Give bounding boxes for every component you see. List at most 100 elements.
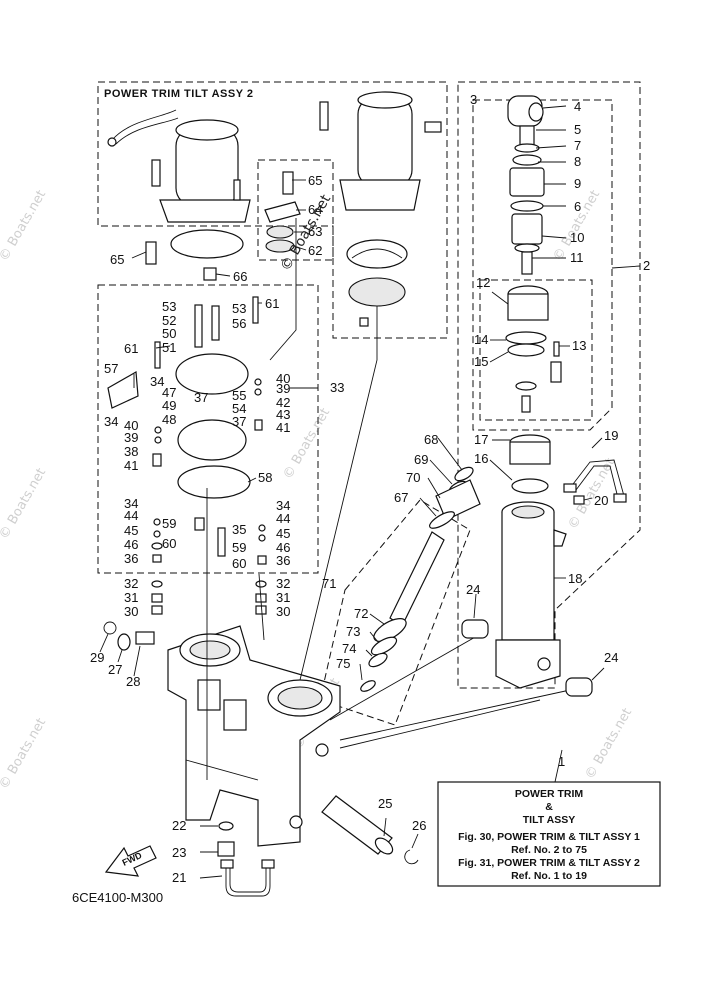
callout-25: 25 xyxy=(378,796,392,811)
callout-8: 8 xyxy=(574,154,581,169)
callout-17: 17 xyxy=(474,432,488,447)
legend-line-4: Fig. 30, POWER TRIM & TILT ASSY 1 xyxy=(458,831,640,843)
callout-72: 72 xyxy=(354,606,368,621)
rib xyxy=(223,699,247,731)
cylinder-boss xyxy=(553,529,567,547)
wire-harness xyxy=(111,109,177,141)
ball xyxy=(153,530,161,538)
ball xyxy=(153,518,161,526)
callout-4: 4 xyxy=(574,99,581,114)
fitting-20 xyxy=(573,495,585,505)
callout-7: 7 xyxy=(574,138,581,153)
callout-35: 35 xyxy=(232,522,246,537)
piston-rod xyxy=(389,531,445,627)
bore-inner xyxy=(277,686,323,710)
ring-terminal xyxy=(107,137,117,147)
callout-38: 38 xyxy=(124,444,138,459)
callout-34c: 34 xyxy=(124,496,138,511)
callout-22: 22 xyxy=(172,818,186,833)
callout-61b: 61 xyxy=(265,296,279,311)
ring-14 xyxy=(505,331,547,345)
callout-73: 73 xyxy=(346,624,360,639)
cover-64 xyxy=(264,201,301,223)
callout-5: 5 xyxy=(574,122,581,137)
watermark-text: © Boats.net xyxy=(582,706,635,782)
callout-30a: 30 xyxy=(124,604,138,619)
screw-30b xyxy=(255,605,267,615)
gasket-58 xyxy=(177,465,251,499)
cylinder-group-outline xyxy=(457,81,641,689)
valve-28 xyxy=(135,631,155,645)
callout-59b: 59 xyxy=(232,540,246,555)
ball xyxy=(254,388,262,396)
callout-19: 19 xyxy=(604,428,618,443)
o-ring-27 xyxy=(117,633,131,651)
pin-61 xyxy=(154,341,161,369)
callout-33: 33 xyxy=(330,380,344,395)
callout-55: 55 xyxy=(232,388,246,403)
callout-20: 20 xyxy=(594,493,608,508)
callout-32b: 32 xyxy=(276,576,290,591)
plug-23 xyxy=(217,841,235,857)
callout-16: 16 xyxy=(474,451,488,466)
bolt-60 xyxy=(217,527,226,557)
pin-13 xyxy=(553,341,560,357)
pipe-fitting xyxy=(613,493,627,503)
pipe-19 xyxy=(575,465,619,499)
screw-30 xyxy=(151,605,163,615)
pipe-fitting xyxy=(563,483,577,493)
callout-10: 10 xyxy=(570,230,584,245)
screw-31 xyxy=(151,593,163,603)
group-title: POWER TRIM TILT ASSY 2 xyxy=(104,88,254,100)
callout-11: 11 xyxy=(570,250,584,265)
callout-14: 14 xyxy=(474,332,488,347)
callout-56: 56 xyxy=(232,316,246,331)
callout-39a: 39 xyxy=(124,430,138,445)
pipe-21 xyxy=(225,866,271,897)
callout-53a: 53 xyxy=(162,299,176,314)
callout-41b: 41 xyxy=(276,420,290,435)
legend-line-6: Fig. 31, POWER TRIM & TILT ASSY 2 xyxy=(458,857,640,869)
seal-7 xyxy=(514,143,540,153)
callout-65b: 65 xyxy=(110,252,124,267)
motor-bolt xyxy=(151,159,161,187)
callout-60a: 60 xyxy=(162,536,176,551)
o-ring-68 xyxy=(454,466,474,482)
callout-43: 43 xyxy=(276,407,290,422)
callout-48: 48 xyxy=(162,412,176,427)
callout-51: 51 xyxy=(162,340,176,355)
trim-ram-parts xyxy=(360,466,481,692)
callout-69: 69 xyxy=(414,452,428,467)
rod-end-hole xyxy=(528,102,544,122)
watermark-text: © Boats.net xyxy=(0,188,49,264)
callout-30b: 30 xyxy=(276,604,290,619)
cap-17-body xyxy=(509,441,551,465)
plug-41b xyxy=(152,453,162,467)
cylinder-base xyxy=(495,639,561,689)
group-outlines xyxy=(97,81,641,726)
callout-24b: 24 xyxy=(604,650,618,665)
filter-screen xyxy=(348,277,406,307)
o-ring-6 xyxy=(510,200,544,212)
callout-24a: 24 xyxy=(466,582,480,597)
fwd-arrow-icon: FWD xyxy=(104,845,157,877)
valve-body-outline xyxy=(97,284,319,574)
legend-line-7: Ref. No. 1 to 19 xyxy=(511,870,587,882)
callout-1: 1 xyxy=(558,754,565,769)
motor-bolt xyxy=(233,179,241,201)
motor-cap xyxy=(357,91,413,109)
valve-stack xyxy=(194,304,203,348)
circlip-26 xyxy=(404,849,419,865)
callout-37b: 37 xyxy=(232,414,246,429)
pipe-fitting xyxy=(220,859,234,869)
pipe-21 xyxy=(229,866,267,893)
piston-12-body xyxy=(507,293,549,321)
tilt-cylinder-parts xyxy=(461,95,627,697)
motor-flange xyxy=(159,199,251,223)
motor-subgroup-outline xyxy=(257,159,334,261)
motor-gasket xyxy=(170,229,244,259)
ball xyxy=(258,534,266,542)
axis-line xyxy=(339,699,541,749)
legend-line-5: Ref. No. 2 to 75 xyxy=(511,844,587,856)
